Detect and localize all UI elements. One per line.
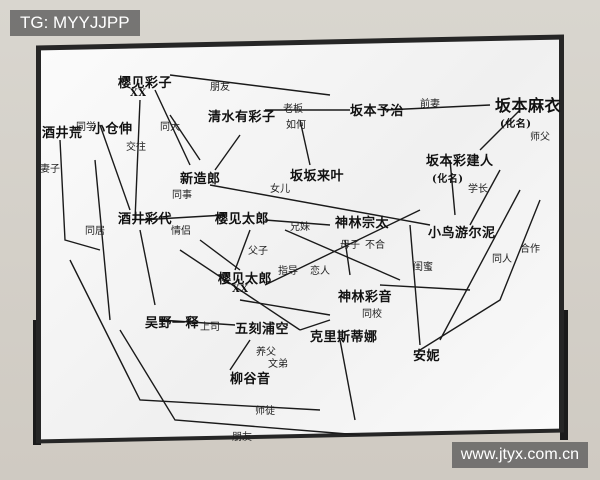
edge-label: 不合: [365, 240, 385, 251]
node-label: 五刻浦空: [235, 322, 290, 337]
node-label: 克里斯蒂娜: [310, 330, 378, 345]
node-label: XX: [232, 284, 249, 295]
node-label: 坂本麻衣: [495, 96, 562, 115]
edge-label: 前妻: [420, 99, 440, 110]
edge-label: 合作: [520, 244, 540, 255]
edge-label: 文弟: [268, 359, 288, 370]
edge-label: 女儿: [270, 184, 290, 195]
edge-label: 母子: [340, 240, 360, 251]
node-label: XX: [130, 88, 147, 99]
edge-label: 同校: [362, 309, 382, 320]
channel-tag: TG: MYYJJPP: [10, 10, 140, 36]
stand-leg-right: [560, 310, 568, 440]
edge-label: 恋人: [310, 266, 330, 277]
edge-label: 同人: [492, 254, 512, 265]
site-watermark: www.jtyx.com.cn: [451, 442, 588, 468]
node-label: 神林宗太: [335, 216, 390, 231]
edge-label: 父子: [248, 246, 268, 257]
node-label: 吴野一释: [145, 316, 200, 331]
node-label: 坂本予治: [350, 104, 405, 119]
node-label: 樱见彩子: [118, 76, 173, 91]
edge-label: 同学: [76, 122, 96, 133]
node-label: 神林彩音: [338, 290, 393, 305]
edge-label: 朋友: [232, 432, 252, 443]
node-label: 坂本彩建人: [426, 154, 494, 169]
edge-label: 如何: [286, 120, 306, 131]
edge-label: 妻子: [40, 164, 60, 175]
edge-label: 指导: [278, 266, 298, 277]
edge-label: 同事: [172, 190, 192, 201]
edge-label: 师父: [530, 132, 550, 143]
edge-label: 同大: [160, 122, 180, 133]
node-label: 酒井荒: [42, 126, 83, 141]
node-label: 小鸟游尔泥: [428, 226, 496, 241]
node-label: 小仓伸: [92, 122, 133, 137]
node-label: (化名): [500, 119, 532, 130]
edge-label: 同居: [85, 226, 105, 237]
edge-label: 闺蜜: [413, 262, 433, 273]
node-label: 樱见太郎: [215, 212, 270, 227]
node-label: 安妮: [413, 349, 441, 364]
node-label: 坂坂来叶: [290, 169, 345, 184]
edge-label: 上司: [200, 322, 220, 333]
edge-label: 养父: [256, 347, 276, 358]
edge-label: 交往: [126, 142, 146, 153]
node-label: 清水有彩子: [208, 110, 276, 125]
edge-label: 朋友: [210, 82, 230, 93]
node-label: 酒井彩代: [118, 212, 173, 227]
edge-label: 兄妹: [290, 222, 310, 233]
node-label: 柳谷音: [230, 372, 271, 387]
node-label: 新造郎: [180, 172, 221, 187]
edge-label: 学长: [468, 184, 488, 195]
node-label: 樱见太郎: [218, 272, 273, 287]
edge-label: 老板: [283, 104, 303, 115]
node-label: (化名): [432, 174, 464, 185]
edge-label: 师徒: [255, 406, 275, 417]
edge-label: 情侣: [171, 226, 191, 237]
